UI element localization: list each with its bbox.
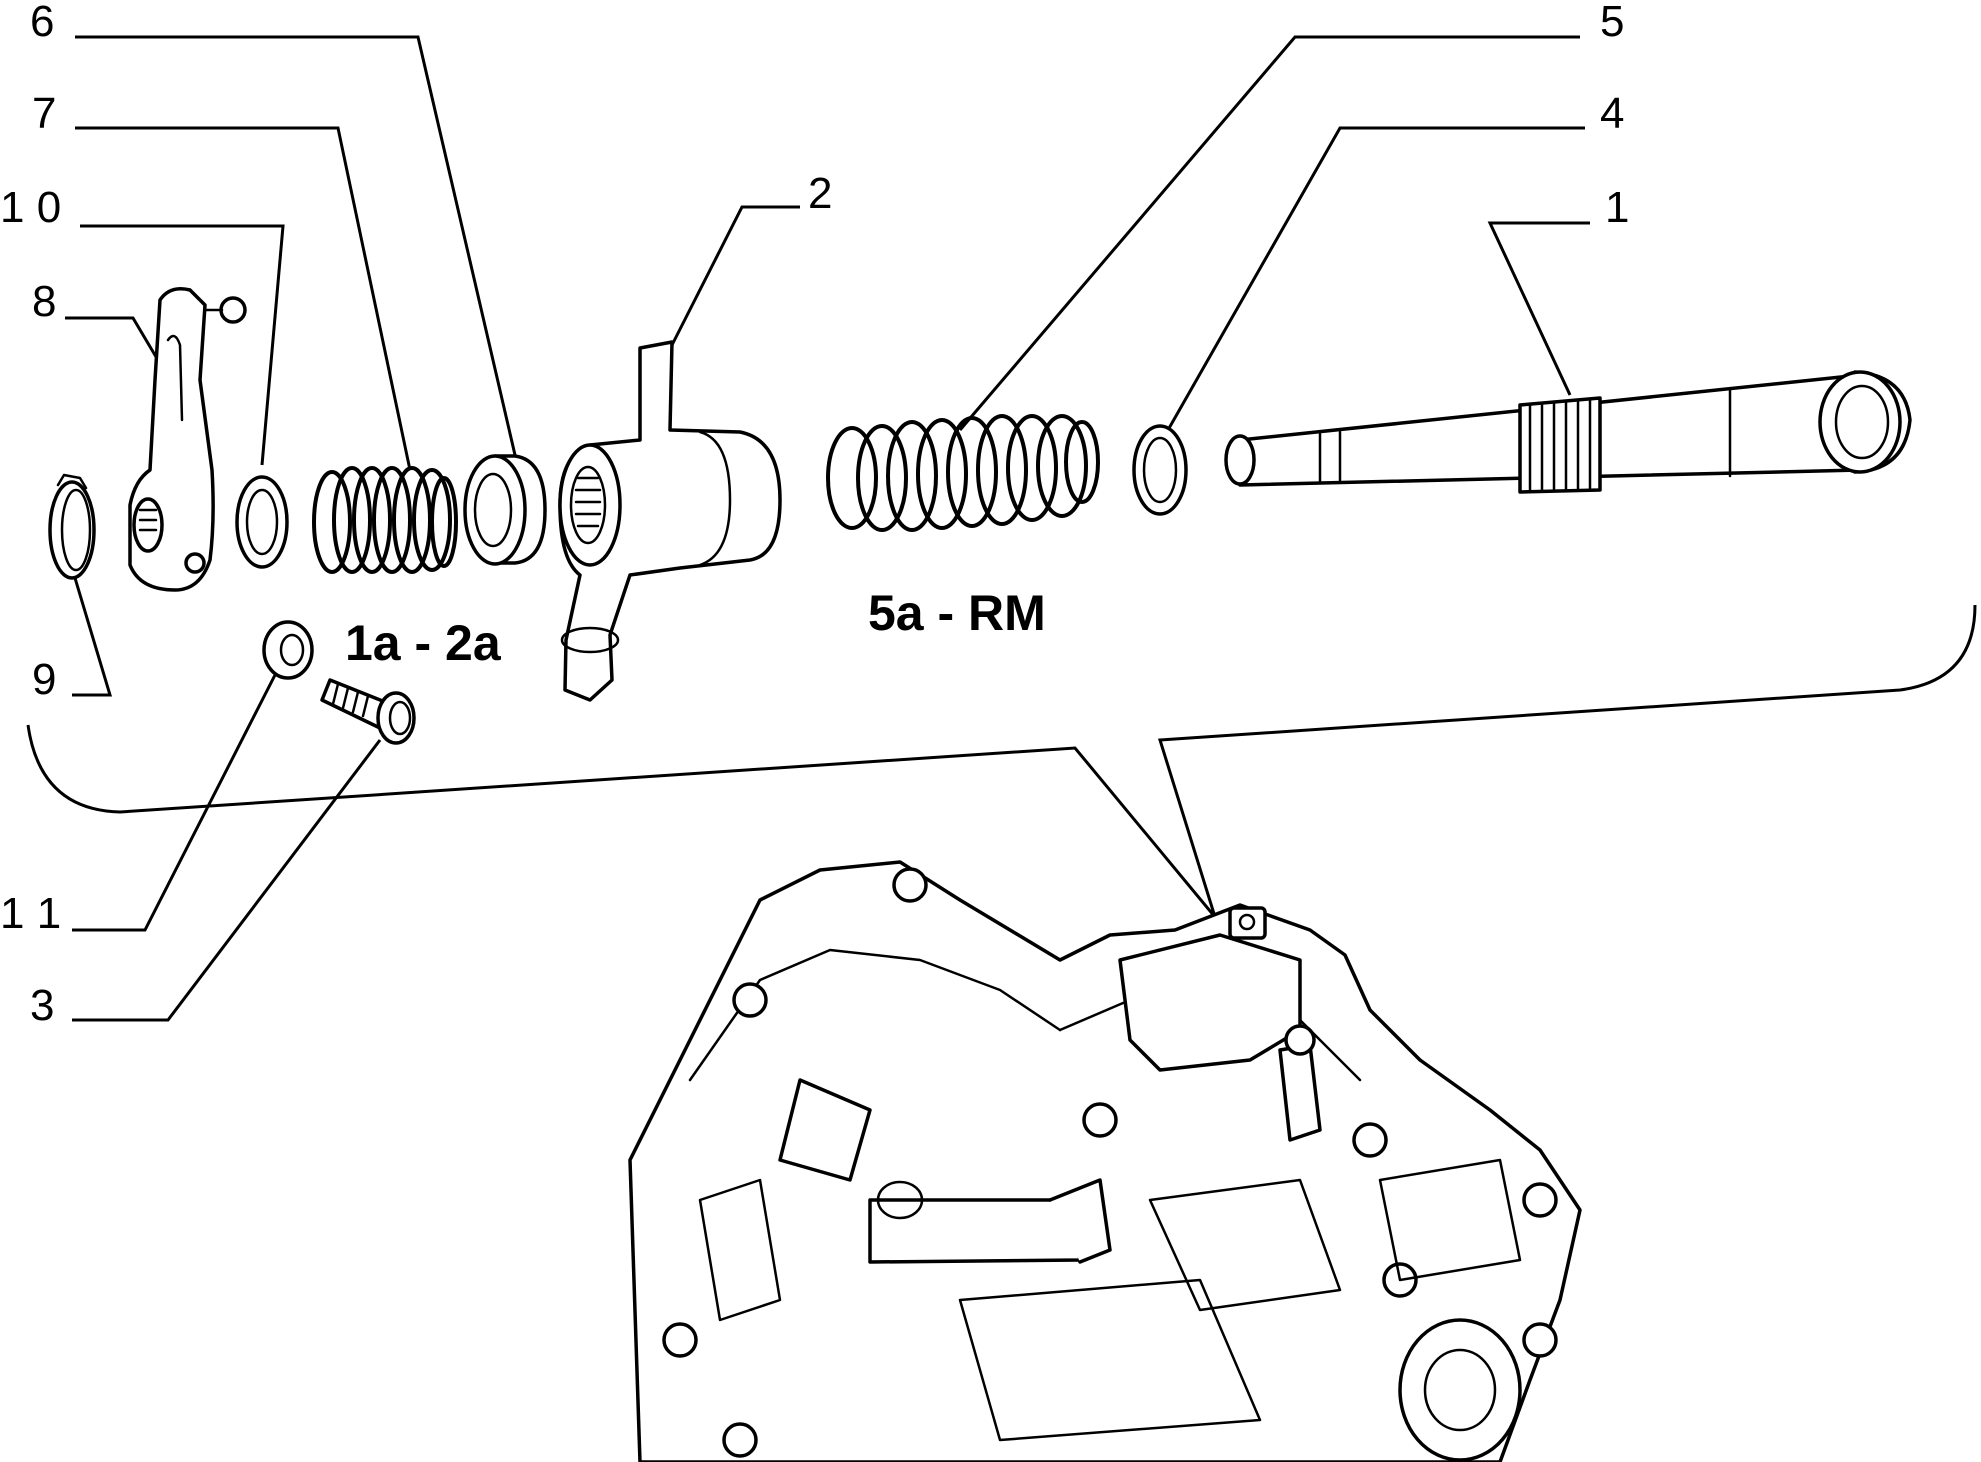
callout-9: 9 bbox=[32, 655, 56, 704]
part-2-selector-lever bbox=[558, 340, 782, 702]
leader-6 bbox=[75, 35, 517, 456]
group-label-5a-rm: 5a - RM bbox=[868, 585, 1046, 641]
part-7-spring bbox=[312, 466, 458, 574]
callout-4: 4 bbox=[1600, 89, 1624, 138]
group-label-1a-2a: 1a - 2a bbox=[345, 615, 502, 671]
part-11-washer bbox=[262, 620, 314, 680]
leader-lines bbox=[65, 35, 1590, 1022]
callout-11: 1 1 bbox=[0, 889, 61, 938]
part-6-bush bbox=[463, 454, 547, 566]
part-9-circlip bbox=[48, 473, 96, 580]
leader-4 bbox=[1166, 126, 1585, 431]
gearbox-housing bbox=[628, 860, 1582, 1462]
callout-8: 8 bbox=[32, 277, 56, 326]
callout-10: 1 0 bbox=[0, 183, 61, 232]
part-5-spring bbox=[826, 414, 1100, 532]
part-10-washer bbox=[235, 475, 289, 569]
callout-bubble-outline bbox=[26, 604, 1977, 918]
callout-3: 3 bbox=[30, 981, 54, 1030]
leader-3 bbox=[72, 739, 382, 1022]
part-8-lever bbox=[128, 287, 247, 592]
leader-11 bbox=[72, 674, 277, 932]
leader-10 bbox=[80, 224, 285, 466]
callout-2: 2 bbox=[808, 169, 832, 218]
part-3-bolt bbox=[320, 678, 416, 745]
callout-7: 7 bbox=[32, 89, 56, 138]
leader-1 bbox=[1487, 221, 1590, 396]
callout-1: 1 bbox=[1605, 183, 1629, 232]
part-4-washer bbox=[1132, 424, 1188, 516]
callout-5: 5 bbox=[1600, 0, 1624, 46]
leader-8 bbox=[65, 316, 167, 373]
leader-7 bbox=[75, 126, 412, 471]
leader-9 bbox=[72, 577, 113, 697]
part-1-shaft bbox=[1224, 370, 1912, 494]
leader-2 bbox=[670, 205, 800, 346]
callout-6: 6 bbox=[30, 0, 54, 46]
callout-numbers: 6 7 1 0 8 9 1 1 3 2 5 4 1 bbox=[0, 0, 1629, 1030]
leader-5 bbox=[958, 35, 1580, 431]
